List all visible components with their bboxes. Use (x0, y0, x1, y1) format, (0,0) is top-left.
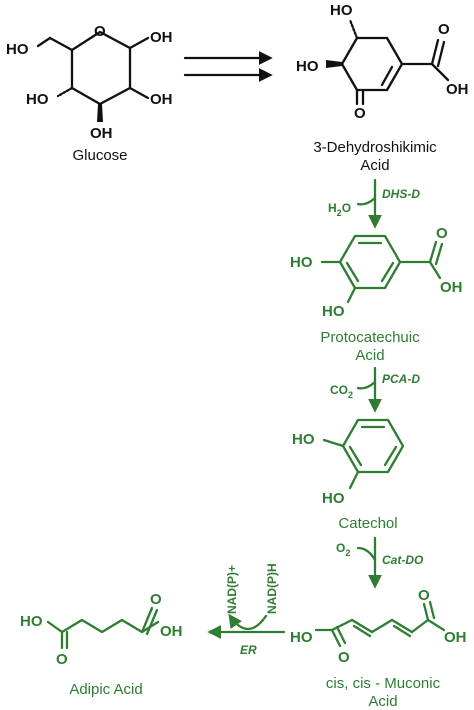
catechol-ring-db2 (383, 445, 398, 467)
muconic-name-line1: cis, cis - Muconic (326, 675, 441, 692)
muc-right-oh: OH (444, 629, 467, 646)
pca-ho-c4: HO (290, 254, 313, 271)
dhs-c4-wedge (326, 60, 342, 68)
adipic-structure: HO O O OH Adipic Acid (20, 591, 183, 698)
glucose-c2-oh-bond (128, 86, 150, 100)
muc-left-carbonyl (330, 628, 342, 648)
pca-carbonyl-bond (428, 240, 438, 264)
dhs-ring-double-bond (380, 65, 394, 87)
muc-bond-5 (410, 618, 430, 634)
dhs-ho-c4: HO (296, 58, 319, 75)
catechol-ring-db3 (348, 445, 363, 467)
glucose-structure: HO O OH HO OH OH Glucose (6, 23, 173, 164)
glucose-c4-oh-bond (56, 86, 74, 98)
muc-left-carbonyl-2 (335, 625, 347, 645)
glucose-anomeric-oh-bond (128, 36, 150, 50)
adipic-right-oh: OH (160, 623, 183, 640)
er-cofactor-curve (228, 613, 268, 631)
pca-carboxyl-oh: OH (440, 279, 463, 296)
dhs-c5-oh-bond (348, 18, 359, 40)
dhs-hydroxyl-bond (430, 62, 450, 82)
muconic-structure: O OH HO O cis, cis - Muconic Acid (290, 587, 467, 710)
adipic-left-ho: HO (20, 613, 43, 630)
dhs-ketone-oxygen: O (354, 105, 366, 122)
muc-right-carbonyl (422, 602, 430, 622)
step-cat-do: O2 Cat-DO (336, 536, 424, 589)
muconic-name-line2: Acid (368, 693, 397, 710)
glucose-c6-bond (48, 36, 74, 52)
dhs-carbonyl-bond (430, 38, 440, 66)
catechol-structure: HO HO Catechol (292, 418, 405, 532)
muc-bond-3 (370, 618, 394, 634)
pca-carboxyl-o: O (436, 225, 448, 242)
dhs-d-byproduct-curve (356, 196, 377, 206)
dhs-ho-c5: HO (330, 2, 353, 19)
glucose-oh-c3: OH (90, 125, 113, 142)
pca-name-line2: Acid (355, 347, 384, 364)
dhs-name-line1: 3-Dehydroshikimic (313, 139, 437, 156)
muc-bond-4-double (392, 624, 412, 638)
muc-right-hydroxyl (426, 618, 446, 632)
pca-name-line1: Protocatechuic (320, 329, 420, 346)
cat-do-enzyme: Cat-DO (382, 553, 424, 567)
catechol-ho-2: HO (322, 490, 345, 507)
glucose-c3-wedge (97, 104, 103, 122)
step-dhs-d: H2O DHS-D (328, 178, 420, 229)
catechol-oh2-bond (348, 470, 360, 490)
cat-do-cosubstrate: O2 (336, 541, 350, 558)
pca-ring-db3 (345, 261, 360, 283)
muc-left-o: O (338, 649, 350, 666)
muc-bond-2 (350, 618, 374, 634)
er-enzyme: ER (240, 643, 257, 657)
pca-c3-oh-bond (346, 286, 357, 304)
adipic-right-carbonyl-2 (145, 608, 159, 636)
muc-left-ho: HO (290, 629, 313, 646)
dhs-carboxyl-oh: OH (446, 81, 469, 98)
step-pca-d: CO2 PCA-D (330, 366, 420, 413)
dhs-d-byproduct: H2O (328, 201, 351, 218)
adipic-right-carbonyl (140, 606, 154, 634)
pca-d-byproduct: CO2 (330, 383, 353, 400)
pca-hydroxyl-bond (428, 260, 442, 280)
er-cofactor-out: NAD(P)+ (225, 565, 239, 614)
glucose-oh-c1: OH (150, 29, 173, 46)
catechol-name: Catechol (338, 515, 397, 532)
glucose-ring-oxygen: O (94, 23, 106, 40)
glucose-ring (70, 30, 132, 106)
glucose-ch2oh-bond (36, 36, 52, 48)
dhs-carbonyl-bond-2 (436, 40, 446, 68)
dhs-carboxyl-o: O (438, 21, 450, 38)
muc-bond-4 (390, 618, 414, 634)
muc-bond-2-double (352, 624, 372, 638)
dhs-name-line2: Acid (360, 157, 389, 174)
dhs-structure: HO HO O O OH 3-Dehydroshikimic Acid (296, 2, 469, 174)
pca-ring-db2 (380, 261, 395, 283)
muc-bond-1 (330, 618, 354, 632)
step-er: NAD(P)H NAD(P)+ ER (207, 563, 286, 657)
adipic-chain (46, 618, 160, 634)
pca-d-enzyme: PCA-D (382, 372, 420, 386)
pca-ho-c3: HO (322, 303, 345, 320)
glucose-ho-c6: HO (6, 41, 29, 58)
glucose-name: Glucose (72, 147, 127, 164)
muc-right-carbonyl-2 (428, 600, 436, 620)
pca-d-byproduct-curve (356, 380, 377, 390)
cat-do-cosubstrate-curve (356, 546, 377, 562)
adipic-name: Adipic Acid (69, 681, 142, 698)
muc-right-o: O (418, 587, 430, 604)
dhs-d-enzyme: DHS-D (382, 187, 420, 201)
protocatechuic-structure: HO HO O OH Protocatechuic Acid (290, 225, 463, 364)
catechol-oh1-bond (322, 438, 345, 448)
er-cofactor-in: NAD(P)H (265, 563, 279, 614)
adipic-left-o: O (56, 651, 68, 668)
glucose-ho-c4: HO (26, 91, 49, 108)
glucose-oh-c2: OH (150, 91, 173, 108)
adipic-right-o: O (150, 591, 162, 608)
pca-carbonyl-bond-2 (434, 242, 444, 266)
catechol-ho-1: HO (292, 431, 315, 448)
dhs-ring (340, 36, 404, 92)
